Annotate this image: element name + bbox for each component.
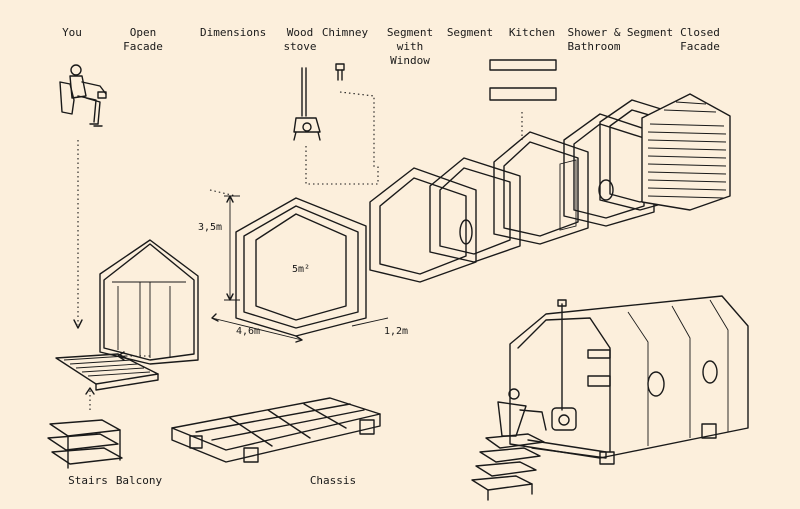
- label-balcony: Balcony: [115, 474, 163, 487]
- label-segment-with-window: Segment with Window: [386, 26, 434, 67]
- label-dimensions: Dimensions: [200, 26, 267, 39]
- chassis: [171, 397, 381, 463]
- label-stairs: Stairs: [68, 474, 108, 487]
- chimney: [335, 63, 345, 81]
- label-chimney: Chimney: [321, 26, 369, 39]
- closed-facade: [641, 93, 731, 211]
- assembled-cabin: [471, 295, 749, 501]
- open-facade: [99, 239, 199, 365]
- segment-with-window: [369, 167, 477, 283]
- dimension-height: 3,5m: [198, 222, 223, 233]
- dimension-width: 4,6m: [236, 326, 261, 337]
- balcony: [55, 353, 159, 391]
- dimension-depth: 1,2m: [384, 326, 409, 337]
- label-wood-stove: Wood stove: [283, 26, 317, 53]
- label-open-facade: Open Facade: [123, 26, 163, 53]
- label-shower-bathroom: Shower & Bathroom: [567, 26, 621, 53]
- label-kitchen: Kitchen: [508, 26, 556, 39]
- segment-1: [429, 157, 521, 263]
- label-you: You: [62, 26, 82, 39]
- label-segment-2: Segment: [626, 26, 674, 39]
- dimension-area: 5m²: [292, 264, 311, 275]
- dimension-segment: [211, 195, 389, 343]
- label-segment-1: Segment: [446, 26, 494, 39]
- label-chassis: Chassis: [309, 474, 357, 487]
- kitchen-segment: [489, 59, 589, 245]
- label-closed-facade: Closed Facade: [680, 26, 720, 53]
- person-you: [59, 64, 107, 127]
- wood-stove: [293, 67, 321, 141]
- stairs: [47, 419, 123, 469]
